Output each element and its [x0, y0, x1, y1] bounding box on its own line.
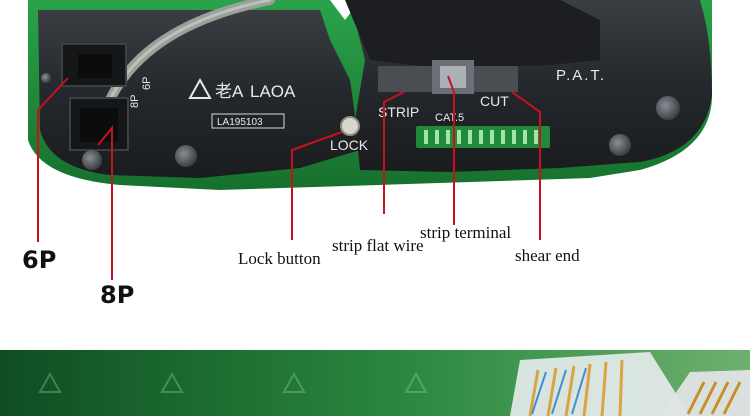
cut-text: CUT [480, 93, 509, 109]
label-6p: 6P [22, 246, 57, 274]
pat-text: P.A.T. [556, 67, 606, 84]
lock-text: LOCK [330, 137, 369, 153]
rj45-connectors [510, 352, 750, 416]
label-lock-button: Lock button [238, 249, 321, 268]
banner-logo-icon [38, 371, 428, 393]
screw-icon [82, 150, 102, 170]
screw-icon [41, 73, 51, 83]
cat-text: CAT.5 [435, 112, 464, 124]
brand-logo-icon [188, 77, 212, 99]
socket-6p [61, 43, 127, 87]
label-shear-end: shear end [515, 246, 580, 265]
crimp-comb [416, 126, 550, 148]
screw-icon [175, 145, 197, 167]
model-number: LA195103 [217, 117, 263, 128]
label-strip-terminal: strip terminal [420, 223, 512, 242]
lock-button-icon [340, 116, 360, 136]
screw-icon [609, 134, 631, 156]
model-plate [211, 113, 285, 129]
label-strip-flat-wire: strip flat wire [332, 236, 424, 255]
tool-upper-jaw [345, 0, 600, 66]
strip-text: STRIP [378, 104, 419, 120]
screw-icon [656, 96, 680, 120]
callout-lines [37, 75, 541, 280]
side-6p-text: 6P [141, 77, 153, 90]
label-8p: 8P [100, 281, 135, 309]
side-8p-text: 8P [129, 95, 141, 108]
brand-chars: 老A [215, 82, 244, 101]
brand-name: LAOA [250, 82, 296, 101]
